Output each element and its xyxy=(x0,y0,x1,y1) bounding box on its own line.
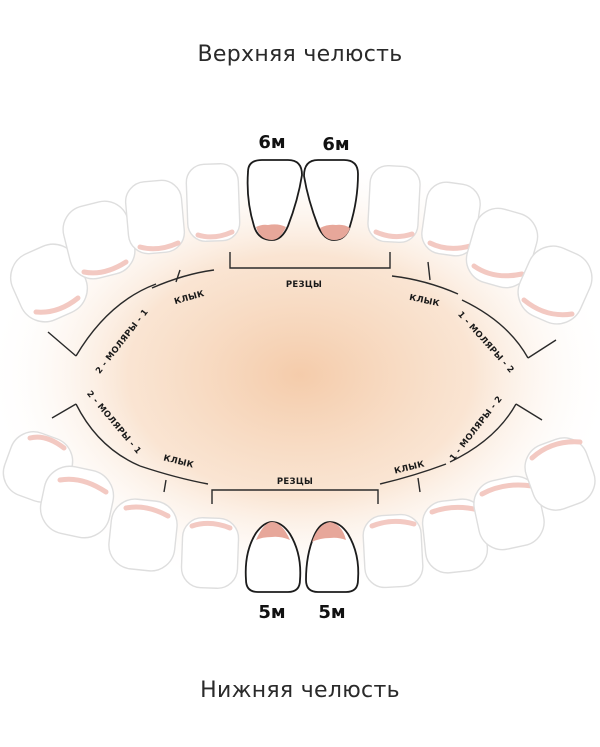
lower-tooth-2 xyxy=(39,465,115,539)
upper-incisors-bracket xyxy=(229,252,391,269)
lower-incisor-left xyxy=(244,521,302,593)
upper-tooth-4 xyxy=(185,163,241,242)
lower-incisors-label: РЕЗЦЫ xyxy=(277,477,313,487)
mouth-glow xyxy=(0,155,600,595)
lower-canine-right-bracket xyxy=(379,463,447,493)
upper-canine-right-bracket xyxy=(391,261,459,295)
lower-canine-left-bracket xyxy=(139,465,209,493)
upper-tooth-10 xyxy=(517,245,593,325)
lower-incisors-bracket xyxy=(211,489,379,504)
lower-tooth-3 xyxy=(108,498,178,572)
lower-brackets xyxy=(51,403,543,504)
upper-tooth-1 xyxy=(10,243,88,323)
lower-central-incisors xyxy=(244,521,360,593)
lower-tooth-4 xyxy=(180,517,240,589)
lower-tooth-7 xyxy=(362,513,424,589)
upper-tooth-9 xyxy=(465,207,539,289)
upper-molars-right-bracket xyxy=(461,299,557,359)
lower-tooth-10 xyxy=(524,437,596,511)
upper-molars-left-bracket xyxy=(47,283,157,357)
lower-tooth-8 xyxy=(421,498,489,574)
upper-age-left: 6м xyxy=(258,132,285,153)
upper-jaw-teeth xyxy=(10,163,593,325)
lower-molars-right-bracket xyxy=(449,403,543,463)
upper-tooth-2 xyxy=(62,200,136,280)
lower-age-right: 5м xyxy=(318,602,345,623)
lower-age-left: 5м xyxy=(258,602,285,623)
upper-incisors-label: РЕЗЦЫ xyxy=(286,280,322,290)
upper-tooth-7 xyxy=(367,164,421,244)
upper-jaw-title: Верхняя челюсть xyxy=(197,42,403,67)
upper-age-right: 6м xyxy=(322,134,349,155)
upper-canine-left-bracket xyxy=(151,269,215,289)
upper-incisor-right xyxy=(303,159,359,241)
upper-central-incisors xyxy=(246,159,359,241)
upper-tooth-3 xyxy=(124,179,186,255)
lower-tooth-9 xyxy=(473,475,545,551)
lower-jaw-title: Нижняя челюсть xyxy=(200,678,400,703)
lower-jaw-teeth xyxy=(2,431,596,589)
upper-incisor-left xyxy=(246,159,303,241)
upper-brackets xyxy=(47,252,557,359)
upper-tooth-8 xyxy=(421,181,481,257)
lower-molars-left-bracket xyxy=(51,403,141,467)
lower-incisor-right xyxy=(305,521,360,593)
